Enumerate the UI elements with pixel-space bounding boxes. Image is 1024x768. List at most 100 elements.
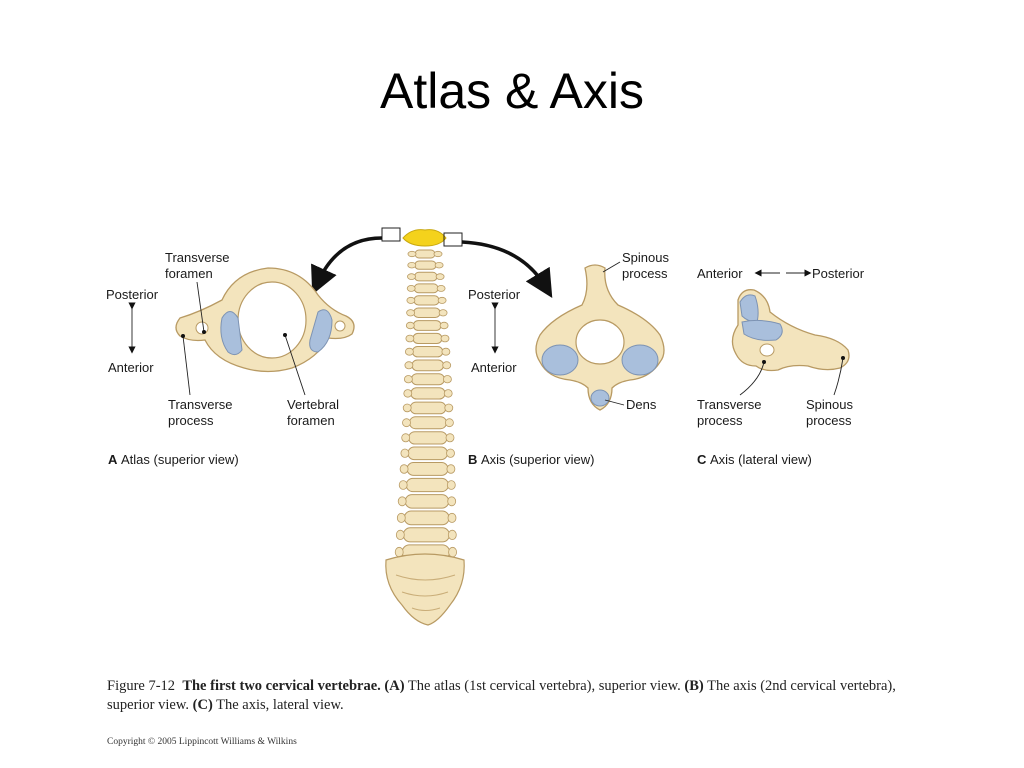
axis-superior-panel-letter: B bbox=[468, 452, 477, 467]
slide-title: Atlas & Axis bbox=[380, 63, 644, 119]
spine-process bbox=[402, 418, 411, 428]
sacrum bbox=[385, 553, 465, 626]
spine-process bbox=[395, 529, 405, 541]
atlas-superior-drawing bbox=[175, 267, 355, 373]
axis-lateral-label-spinous-process-1: Spinous bbox=[806, 397, 853, 412]
spine-process bbox=[405, 321, 415, 330]
spine-process bbox=[406, 309, 416, 317]
spine-process bbox=[442, 361, 452, 370]
spine-process bbox=[403, 389, 413, 398]
spine-process bbox=[443, 389, 453, 398]
spine-process bbox=[394, 546, 404, 558]
figure-caption: Figure 7-12 The first two cervical verte… bbox=[107, 677, 897, 715]
axis-label-spinous-process-2: process bbox=[622, 266, 668, 281]
caption-text-c: The axis, lateral view. bbox=[212, 697, 344, 713]
spine-vertebrae bbox=[392, 249, 458, 596]
spine-process bbox=[445, 433, 455, 443]
spine-process bbox=[400, 448, 410, 458]
highlight-bracket-right bbox=[443, 232, 463, 247]
spine-process bbox=[396, 512, 406, 523]
spine-vertebra bbox=[411, 359, 445, 372]
spine-process bbox=[434, 262, 444, 269]
atlas-label-transverse-process-1: Transverse bbox=[168, 397, 233, 412]
axis-label-dens: Dens bbox=[626, 397, 657, 412]
spine-process bbox=[444, 418, 454, 428]
spine-process bbox=[402, 403, 412, 413]
spine-vertebra bbox=[409, 416, 447, 430]
spine-process bbox=[406, 296, 416, 304]
spine-process bbox=[407, 262, 417, 269]
spine-vertebra bbox=[410, 373, 445, 386]
spine-process bbox=[441, 347, 451, 356]
caption-text-b: The axis (2nd cervical vertebra), superi… bbox=[107, 678, 896, 713]
spine-process bbox=[397, 496, 407, 507]
atlas-panel-letter: A bbox=[108, 452, 118, 467]
axis-label-spinous-process-1: Spinous bbox=[622, 250, 669, 265]
spine-process bbox=[433, 250, 443, 258]
caption-figure-number: Figure 7-12 bbox=[107, 678, 176, 694]
spine-process bbox=[437, 296, 447, 304]
atlas-label-anterior: Anterior bbox=[108, 360, 154, 375]
axis-lateral-label-transverse-process-1: Transverse bbox=[697, 397, 762, 412]
axis-superior-panel-caption: Axis (superior view) bbox=[481, 452, 594, 467]
spine-process bbox=[435, 273, 445, 280]
spine-process bbox=[446, 480, 456, 490]
atlas-label-transverse-foramen-1: Transverse bbox=[165, 250, 230, 265]
atlas-label-transverse-foramen-2: foramen bbox=[165, 266, 213, 281]
caption-text-a: The atlas (1st cervical vertebra), super… bbox=[404, 678, 685, 694]
svg-text:A: A bbox=[108, 452, 118, 467]
spine-process bbox=[439, 321, 449, 330]
atlas-panel-caption: Atlas (superior view) bbox=[121, 452, 239, 467]
axis-superior-drawing bbox=[535, 264, 665, 411]
svg-text:B: B bbox=[468, 452, 477, 467]
axis-lateral-label-spinous-process-2: process bbox=[806, 413, 852, 428]
axis-lateral-panel-caption: Axis (lateral view) bbox=[710, 452, 812, 467]
arrow-to-axis bbox=[461, 240, 553, 298]
spine-process bbox=[407, 250, 417, 258]
spine-process bbox=[446, 448, 455, 458]
spine-process bbox=[447, 529, 457, 541]
spine-vertebra bbox=[410, 387, 446, 400]
spine-process bbox=[403, 375, 413, 384]
spine-vertebra bbox=[407, 446, 448, 461]
spine-process bbox=[447, 496, 457, 507]
spine-process bbox=[436, 284, 446, 292]
atlas-label-transverse-process-2: process bbox=[168, 413, 214, 428]
spine-vertebra bbox=[414, 249, 436, 259]
spine-process bbox=[446, 464, 456, 474]
spine-process bbox=[399, 464, 409, 474]
atlas-label-posterior: Posterior bbox=[106, 287, 159, 302]
atlas-label-vertebral-foramen-2: foramen bbox=[287, 413, 335, 428]
spine-vertebra bbox=[413, 307, 441, 318]
axis-lateral-label-posterior: Posterior bbox=[812, 266, 865, 281]
spine-vertebra bbox=[413, 295, 440, 306]
spine-vertebra bbox=[402, 527, 450, 543]
spine-vertebra bbox=[404, 494, 450, 509]
spine-vertebra bbox=[413, 283, 439, 294]
caption-letter-c: (C) bbox=[192, 697, 213, 713]
spine-vertebra bbox=[403, 510, 450, 526]
copyright-notice: Copyright © 2005 Lippincott Williams & W… bbox=[107, 737, 297, 747]
axis-lateral-drawing bbox=[731, 289, 850, 372]
spine-process bbox=[405, 334, 415, 343]
spine-process bbox=[442, 375, 452, 384]
atlas-label-vertebral-foramen-1: Vertebral bbox=[287, 397, 339, 412]
spine-vertebra bbox=[405, 477, 449, 493]
spine-process bbox=[406, 284, 416, 292]
caption-letter-b: (B) bbox=[684, 678, 704, 694]
spine-vertebra bbox=[411, 346, 444, 358]
axis-label-anterior: Anterior bbox=[471, 360, 517, 375]
spine-column bbox=[381, 227, 465, 626]
spine-process bbox=[444, 403, 454, 413]
caption-bold-title: The first two cervical vertebrae. bbox=[182, 678, 381, 694]
spine-vertebra bbox=[409, 401, 447, 415]
spine-vertebra bbox=[414, 271, 438, 282]
arrow-to-atlas bbox=[311, 236, 383, 295]
spine-process bbox=[398, 480, 408, 490]
spine-process bbox=[404, 347, 414, 356]
highlight-bracket-left bbox=[381, 227, 401, 242]
atlas-axis-highlight bbox=[402, 229, 447, 247]
caption-letter-a: (A) bbox=[384, 678, 405, 694]
axis-lateral-label-transverse-process-2: process bbox=[697, 413, 743, 428]
